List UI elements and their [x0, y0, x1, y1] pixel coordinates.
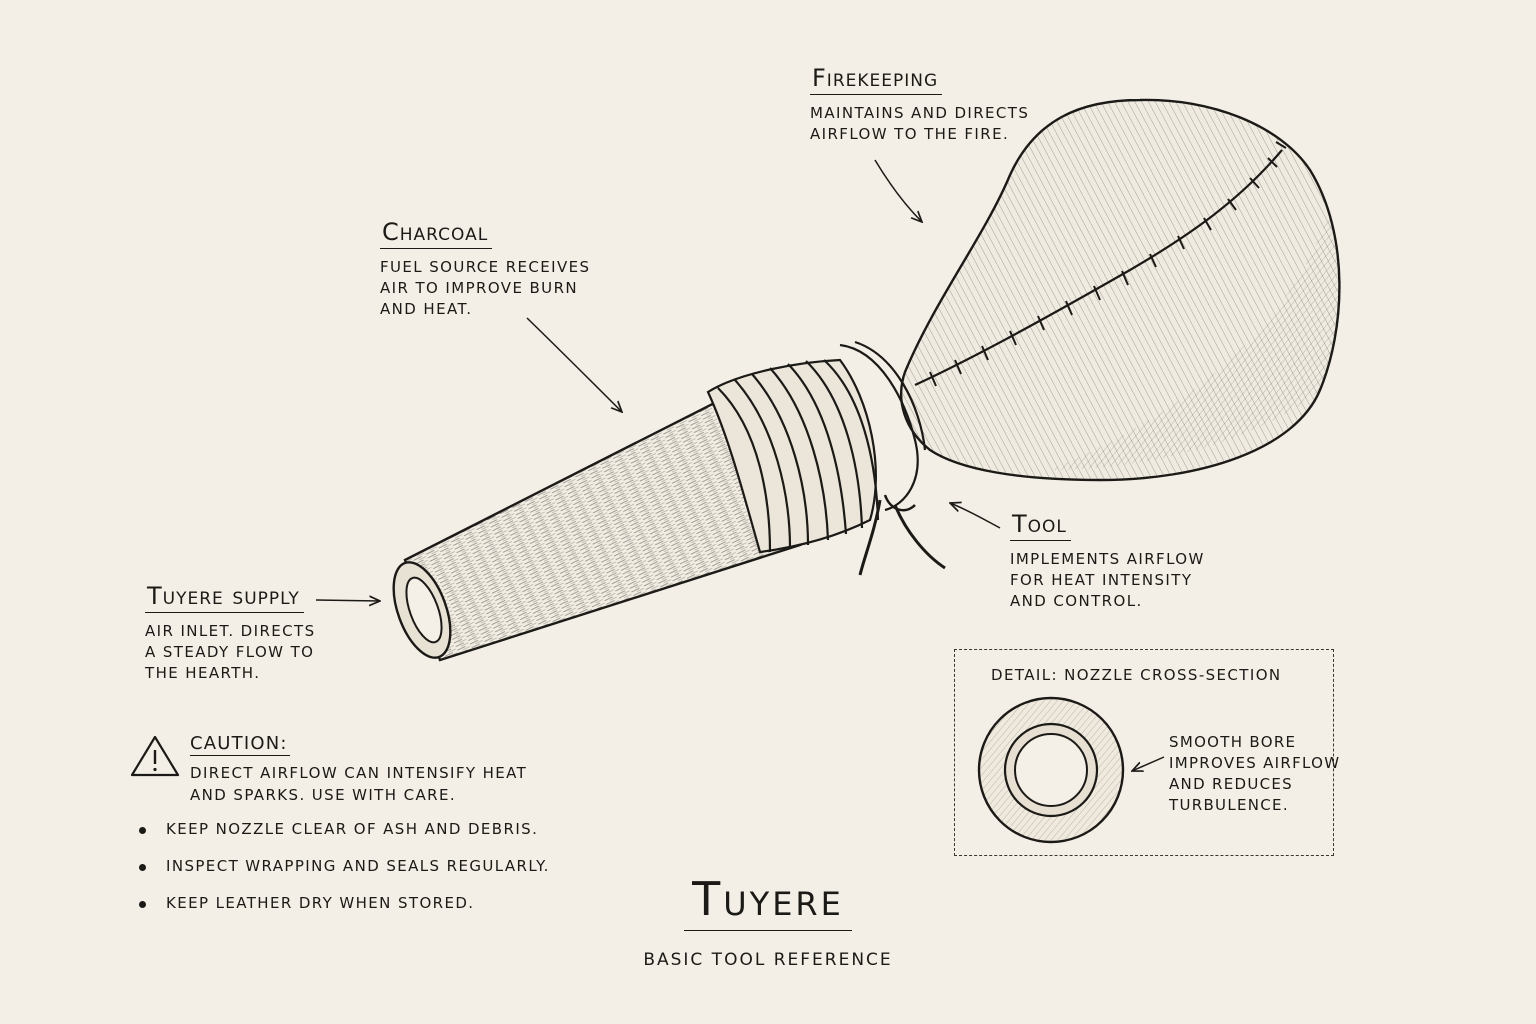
- detail-box: Detail: Nozzle cross-section Smooth bore…: [954, 649, 1339, 856]
- detail-note-line: improves airflow: [1169, 754, 1341, 772]
- charcoal-label: Charcoal Fuel source receives air to imp…: [380, 218, 590, 320]
- page-subtitle: Basic tool reference: [643, 950, 893, 970]
- firekeeping-line: airflow to the fire.: [810, 125, 1010, 143]
- detail-note-line: and reduces: [1169, 775, 1294, 793]
- leader-arrows: [315, 159, 1165, 771]
- list-item: Keep nozzle clear of ash and debris.: [136, 820, 550, 857]
- tool-line: for heat intensity: [1010, 571, 1193, 589]
- page-title: Tuyere: [684, 872, 852, 931]
- caution-text: Direct airflow can intensify heat and sp…: [190, 762, 527, 806]
- tuyere-supply-line: Air inlet. Directs: [145, 622, 316, 640]
- caution-line: and sparks. Use with care.: [190, 786, 456, 804]
- charcoal-line: Fuel source receives: [380, 258, 591, 276]
- tool-description: Implements airflow for heat intensity an…: [1010, 549, 1205, 612]
- caution-line: Direct airflow can intensify heat: [190, 764, 528, 782]
- tuyere-supply-line: a steady flow to: [145, 643, 315, 661]
- detail-title: Detail: Nozzle cross-section: [991, 666, 1282, 684]
- list-item: Inspect wrapping and seals regularly.: [136, 857, 550, 894]
- tool-line: and control.: [1010, 592, 1143, 610]
- detail-note-line: Smooth bore: [1169, 733, 1297, 751]
- tool-line: Implements airflow: [1010, 550, 1205, 568]
- charcoal-title: Charcoal: [380, 218, 493, 249]
- nozzle-cross-section: [977, 696, 1125, 844]
- tool-title: Tool: [1010, 510, 1071, 541]
- charcoal-line: and heat.: [380, 300, 473, 318]
- firekeeping-arrow: [874, 159, 922, 222]
- caution-title: Caution:: [190, 733, 290, 756]
- tuyere-supply-line: the hearth.: [145, 664, 261, 682]
- tuyere-supply-description: Air inlet. Directs a steady flow to the …: [145, 621, 316, 684]
- tuyere-supply-arrow: [315, 600, 380, 601]
- wooden-nozzle: [392, 388, 802, 662]
- firekeeping-line: Maintains and directs: [810, 104, 1030, 122]
- list-item: Keep leather dry when stored.: [136, 894, 550, 931]
- care-tips-list: Keep nozzle clear of ash and debris. Ins…: [136, 820, 550, 931]
- firekeeping-label: Firekeeping Maintains and directs airflo…: [810, 64, 1029, 145]
- rope-binding: [706, 340, 946, 576]
- warning-triangle-icon: [130, 735, 180, 777]
- detail-note-line: turbulence.: [1169, 796, 1289, 814]
- page-title-wrap: Tuyere: [0, 872, 1536, 931]
- detail-note-arrow: [1132, 756, 1165, 771]
- tuyere-supply-title: Tuyere supply: [145, 582, 304, 613]
- tool-label: Tool Implements airflow for heat intensi…: [1010, 510, 1205, 612]
- detail-note: Smooth bore improves airflow and reduces…: [1169, 732, 1340, 816]
- tuyere-supply-label: Tuyere supply Air inlet. Directs a stead…: [145, 582, 316, 684]
- firekeeping-description: Maintains and directs airflow to the fir…: [810, 103, 1029, 145]
- charcoal-arrow: [526, 317, 622, 412]
- charcoal-line: air to improve burn: [380, 279, 579, 297]
- tool-arrow: [950, 503, 1001, 529]
- leather-bag: [900, 98, 1341, 482]
- charcoal-description: Fuel source receives air to improve burn…: [380, 257, 590, 320]
- caution-block: Caution: Direct airflow can intensify he…: [190, 733, 527, 806]
- firekeeping-title: Firekeeping: [810, 64, 943, 95]
